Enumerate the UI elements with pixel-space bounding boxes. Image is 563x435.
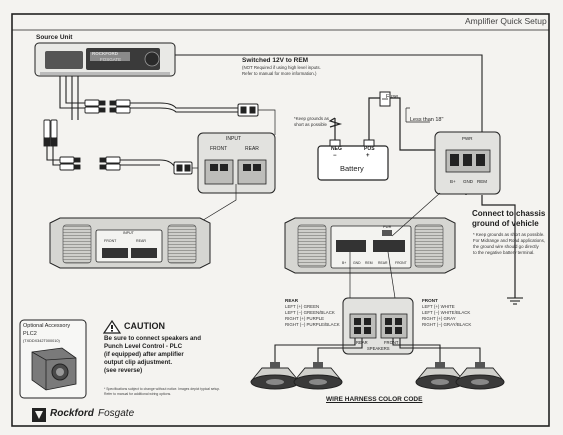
keep-note-2: short as possible [294,122,327,127]
caution-line: output clip adjustment. [104,359,173,366]
speaker-connector-detail [342,297,414,355]
page-border [11,13,550,427]
caution-title: CAUTION [124,321,165,331]
caution-line: (see reverse) [104,367,143,374]
rear-colors-title: REAR [285,298,299,303]
chassis-ground-symbol [507,297,523,305]
front-color-row: RIGHT (+) GRAY [422,316,456,321]
rear-color-row: LEFT (−) GREEN/BLACK [285,310,335,315]
speaker-wires [274,338,481,362]
chassis-note-4: to the negative battery terminal. [473,250,535,255]
amp2-callout-lines [349,192,441,300]
pos-sign: + [366,153,370,159]
battery [317,139,389,181]
fine-print-line: Refer to manual for additional wiring op… [104,392,172,396]
amp2-panel-rem: REM [365,261,373,265]
front-color-row: LEFT (+) WHITE [422,304,455,309]
neg-sign: − [333,153,337,159]
speaker-conn-speakers: SPEAKERS [367,346,390,351]
amp-panel-input: INPUT [123,231,134,235]
rear-color-row: RIGHT (+) PURPLE [285,316,325,321]
logo-text-rockford: Rockford [50,408,94,419]
chassis-title-2: ground of vehicle [472,219,539,228]
chassis-note-2: For Midrange and Road applications, [473,238,545,243]
speaker-rear-left [250,362,300,390]
input-title: INPUT [226,136,241,142]
rem-title: Switched 12V to REM [242,57,309,64]
input-rear-label: REAR [245,146,259,152]
length-label: Less than 18" [410,117,444,123]
plc-accessory-box [19,319,87,399]
speaker-front-left [415,362,465,390]
head-unit-brand2: FOSGATE [100,57,122,62]
amp-panel-rear: REAR [136,239,146,243]
power-terminal-detail [434,131,501,195]
amplifier-left [49,217,211,269]
keep-note-1: *Keep grounds as [294,116,329,121]
front-color-row: LEFT (−) WHITE/BLACK [422,310,471,315]
chassis-title-1: Connect to chassis [472,209,546,218]
rockford-logo-emblem [32,408,46,422]
logo-text-fosgate: Fosgate [98,408,135,419]
input-detail [197,132,276,223]
speaker-conn-front: FRONT [384,340,399,345]
caution-icon [102,319,122,334]
page-title: Amplifier Quick Setup [465,16,547,26]
battery-label: Battery [340,164,364,173]
accessory-title-2: PLC2 [23,331,37,337]
amp2-panel-bplus: B+ [342,261,347,265]
bplus-label: B+ [450,179,456,184]
fuse [379,91,391,107]
pwr-label: PWR [462,136,473,141]
wire-harness-title: WIRE HARNESS COLOR CODE [326,396,423,403]
rear-color-row: RIGHT (−) PURPLE/BLACK [285,322,340,327]
speaker-conn-rear: REAR [356,340,368,345]
caution-line: (if equipped) after amplifier [104,351,184,358]
front-colors-title: FRONT [422,298,438,303]
amp2-panel-gnd: GND [353,261,361,265]
front-color-row: RIGHT (−) GRAY/BLACK [422,322,472,327]
source-unit-device [34,42,176,77]
accessory-title-1: Optional Accessory [23,323,71,329]
gnd-label: GND [463,179,473,184]
neg-label: NEG [331,146,342,152]
rear-color-row: LEFT (+) GREEN [285,304,320,309]
amp2-panel-rear: REAR [378,261,388,265]
input-front-label: FRONT [210,146,228,152]
caution-line: Be sure to connect speakers and [104,335,201,342]
input-harness-connectors [173,103,259,175]
chassis-note-1: * Keep grounds as short as possible. [473,232,545,237]
pos-label: POS [364,146,375,152]
amp-panel-front: FRONT [104,239,117,243]
fuse-label: Fuse [386,94,399,100]
rca-plugs [43,99,131,171]
amplifier-right [284,217,456,274]
speaker-rear-right [293,362,343,390]
speaker-front-right [455,362,505,390]
rca-cables [46,76,238,167]
rem-note-1: (NOT Required if using high level inputs… [242,65,321,70]
amp2-panel-front: FRONT [395,261,407,265]
length-bracket [405,107,430,123]
fine-print-line: * Specifications subject to change witho… [104,387,221,391]
caution-line: Punch Level Control - PLC [104,343,183,350]
rem-note-2: Refer to manual for more information.) [242,71,317,76]
rem-label: REM [477,179,487,184]
head-unit-brand: ROCKFORD [92,51,118,56]
source-unit-label: Source Unit [36,34,73,41]
remote-wire [175,54,483,147]
accessory-code: (TXDDX342T000010) [23,339,60,343]
amp2-panel-pwr: PWR [383,225,392,229]
chassis-note-3: the ground wire should go directly [473,244,539,249]
